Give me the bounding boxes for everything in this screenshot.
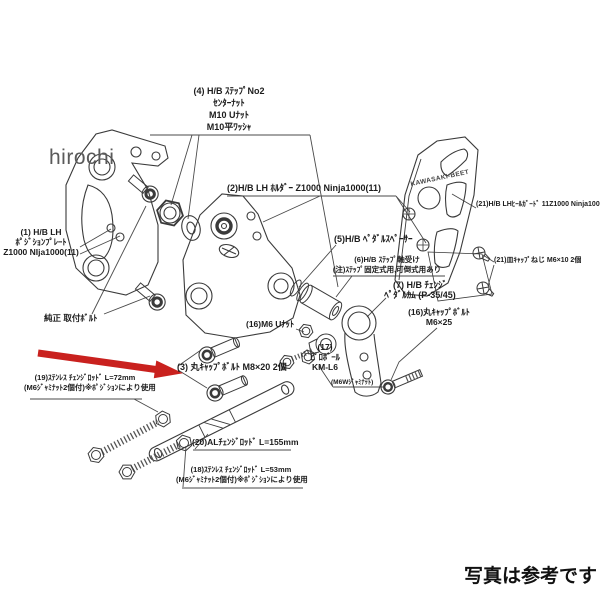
position-plate-drawing bbox=[65, 129, 169, 296]
m6x25-bolt-drawing bbox=[380, 369, 424, 395]
center-nut-washer-drawing bbox=[153, 198, 201, 241]
step-bushing-drawing bbox=[289, 279, 343, 321]
label-part1-line3: Z1000 NIja1000(11) bbox=[3, 247, 79, 257]
label-part20: (20)ALﾁｪﾝｼﾞﾛｯﾄﾞ L=155mm bbox=[192, 437, 299, 447]
label-part1-line2: ﾎﾟｼﾞｼｮﾝﾌﾟﾚｰﾄ bbox=[15, 237, 67, 247]
label-part16-nut: (16)M6 Uﾅｯﾄ bbox=[246, 319, 295, 329]
label-part19-line2: (M6ｼﾞｬﾐﾅｯﾄ2個付)※ﾎﾟｼﾞｼｮﾝにより使用 bbox=[24, 383, 156, 392]
flat-screws-drawing bbox=[472, 246, 495, 297]
label-part17-line1: (17) bbox=[317, 342, 333, 352]
label-part6-line1: (6)H/B ｽﾃｯﾌﾟ軸受け bbox=[354, 255, 420, 264]
label-part4-line4: M10平ﾜｯｼｬ bbox=[206, 122, 252, 132]
label-part1-line1: (1) H/B LH bbox=[20, 227, 62, 237]
oem-bolts-drawing bbox=[127, 174, 166, 311]
stainless-rods-drawing bbox=[86, 408, 195, 480]
label-part6-line2: (注)ｽﾃｯﾌﾟ固定式用,可倒式用あり bbox=[332, 265, 442, 274]
label-part21-guard: (21)H/B LHﾋｰﾙｶﾞｰﾄﾞ 11Z1000 Ninja1000 bbox=[476, 201, 600, 208]
label-oem-bolt: 純正 取付ﾎﾞﾙﾄ bbox=[44, 313, 98, 323]
label-part16-bolt-line2: M6×25 bbox=[425, 317, 453, 327]
reference-note-text: 写真は参考です bbox=[464, 566, 598, 587]
label-part2: (2)H/B LH ﾎﾙﾀﾞｰ Z1000 Ninja1000(11) bbox=[227, 183, 382, 193]
label-part7-line2: ﾍﾟﾀﾞﾙｶﾑ (P-35/45) bbox=[384, 290, 456, 300]
label-part19-line1: (19)ｽﾃﾝﾚｽ ﾁｪﾝｼﾞﾛｯﾄﾞ L=72mm bbox=[34, 373, 136, 382]
label-part6: (6)H/B ｽﾃｯﾌﾟ軸受け (注)ｽﾃｯﾌﾟ固定式用,可倒式用あり bbox=[326, 255, 448, 275]
label-part21-screw: (21)皿ｷｬｯﾌﾟねじ M6×10 2個 bbox=[494, 257, 582, 264]
label-part16-bolt: (16)丸ｷｬｯﾌﾟﾎﾞﾙﾄ M6×25 bbox=[399, 307, 479, 327]
label-part3: (3) 丸ｷｬｯﾌﾟﾎﾞﾙﾄ M8×20 2個 bbox=[177, 362, 287, 372]
label-part1: (1) H/B LH ﾎﾟｼﾞｼｮﾝﾌﾟﾚｰﾄ Z1000 NIja1000(1… bbox=[0, 227, 82, 257]
label-part17-line2: ﾋﾟﾛﾎﾞｰﾙ bbox=[310, 352, 340, 362]
label-part4: (4) H/B ｽﾃｯﾌﾟNo2 ｾﾝﾀｰﾅｯﾄ M10 Uﾅｯﾄ M10平ﾜｯ… bbox=[148, 85, 310, 133]
holder-plate-drawing bbox=[182, 193, 301, 339]
label-part17: (17) ﾋﾟﾛﾎﾞｰﾙ KM-L6 bbox=[301, 342, 349, 372]
label-part18-line2: (M6ｼﾞｬﾐﾅｯﾄ2個付)※ﾎﾟｼﾞｼｮﾝにより使用 bbox=[176, 475, 308, 484]
label-part16-bolt-line1: (16)丸ｷｬｯﾌﾟﾎﾞﾙﾄ bbox=[408, 307, 470, 317]
pillow-ball-drawing bbox=[278, 323, 337, 370]
watermark-text: hirochi bbox=[49, 146, 115, 169]
pedal-cam-drawing bbox=[341, 305, 382, 397]
red-pointer-arrow bbox=[37, 349, 183, 379]
heel-guard-brand-text: KAWASAKI-BEET bbox=[410, 169, 470, 188]
m8-bolts-drawing bbox=[198, 337, 248, 402]
label-part18-line1: (18)ｽﾃﾝﾚｽ ﾁｪﾝｼﾞﾛｯﾄﾞ L=53mm bbox=[190, 465, 292, 474]
label-part19: (19)ｽﾃﾝﾚｽ ﾁｪﾝｼﾞﾛｯﾄﾞ L=72mm (M6ｼﾞｬﾐﾅｯﾄ2個付… bbox=[24, 373, 156, 393]
label-part4-line3: M10 Uﾅｯﾄ bbox=[208, 110, 249, 120]
label-part5: (5)H/B ﾍﾟﾀﾞﾙｽﾍﾟｰｻｰ bbox=[334, 234, 413, 244]
label-part4-line1: (4) H/B ｽﾃｯﾌﾟNo2 bbox=[193, 86, 265, 96]
label-part17-line3: KM-L6 bbox=[312, 362, 338, 372]
label-part7-line1: (7) H/B ﾁｪﾝｼﾞ bbox=[392, 280, 447, 290]
label-part4-line2: ｾﾝﾀｰﾅｯﾄ bbox=[213, 98, 245, 108]
label-part18: (18)ｽﾃﾝﾚｽ ﾁｪﾝｼﾞﾛｯﾄﾞ L=53mm (M6ｼﾞｬﾐﾅｯﾄ2個付… bbox=[176, 465, 308, 485]
label-part17-note: (M6Wｼﾞｬﾐﾅｯﾄ) bbox=[331, 379, 374, 386]
label-part7: (7) H/B ﾁｪﾝｼﾞ ﾍﾟﾀﾞﾙｶﾑ (P-35/45) bbox=[372, 280, 468, 300]
